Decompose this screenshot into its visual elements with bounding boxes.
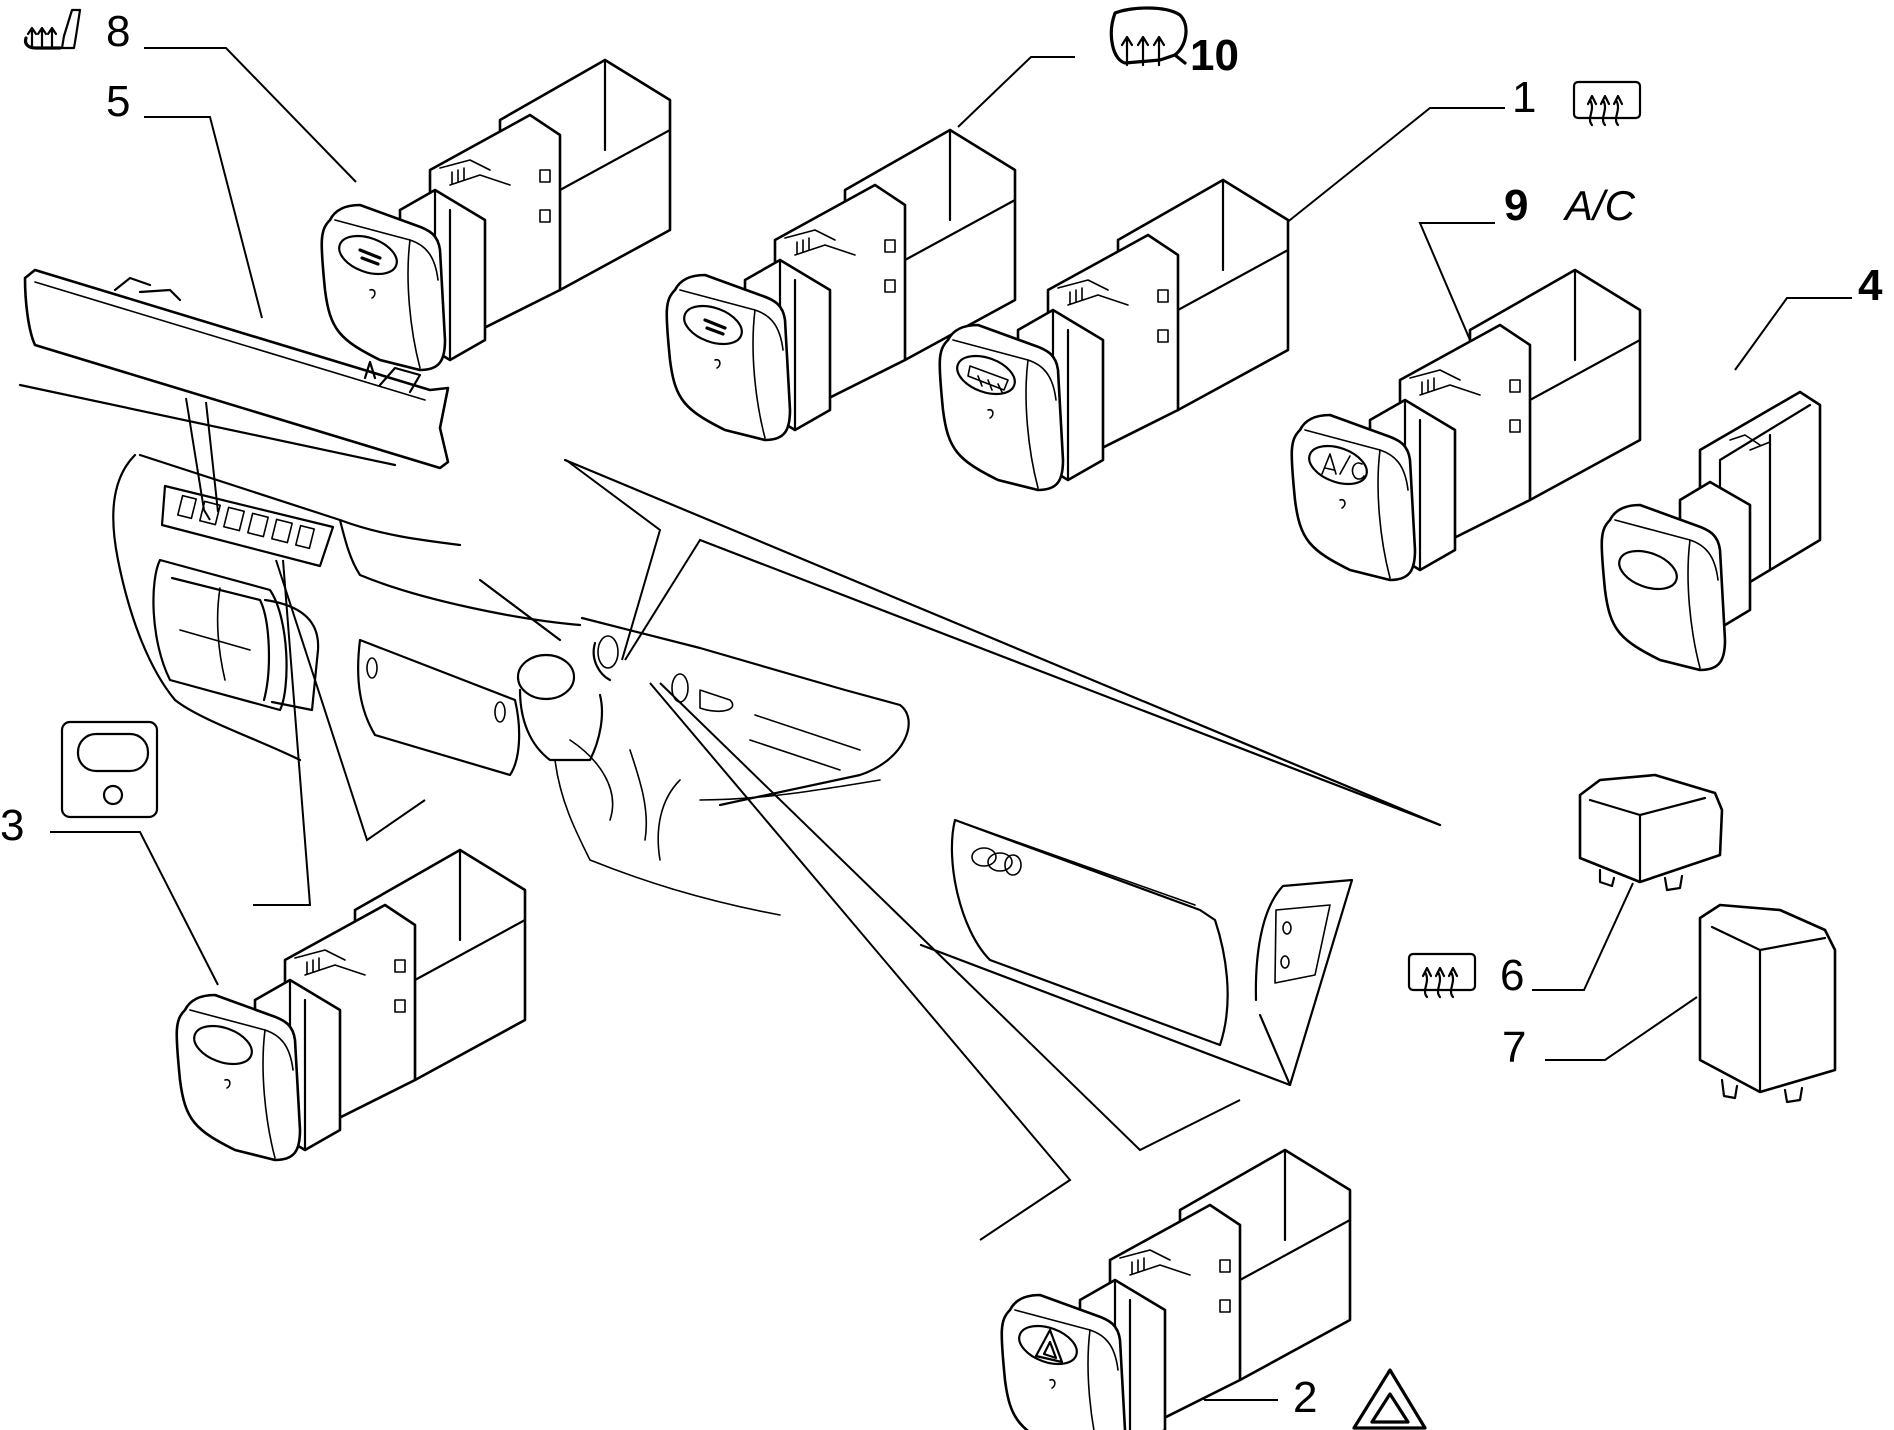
leader-5 [144, 116, 263, 319]
leader-8 [144, 47, 357, 183]
leader-9 [1418, 222, 1495, 341]
blank-switch-icon [60, 720, 159, 819]
heated-mirror-icon [1109, 6, 1188, 67]
callout-10: 10 [1190, 31, 1239, 80]
leader-10 [957, 56, 1075, 128]
switch-2-hazard [1000, 1148, 1352, 1430]
switch-1-rear-defrost [938, 178, 1290, 492]
pointer-line [205, 401, 219, 513]
rear-window-defrost-icon [1572, 80, 1642, 127]
relay-6 [1578, 773, 1724, 892]
callout-9: 9 [1504, 181, 1528, 230]
switch-9-ac [1290, 268, 1642, 582]
ac-symbol-text: A/C [1562, 182, 1636, 229]
switch-10-heated-mirrors [665, 128, 1017, 442]
leader-7 [1545, 996, 1698, 1061]
callout-7: 7 [1502, 1023, 1526, 1072]
pointer-line [185, 397, 211, 521]
callout-4: 4 [1858, 261, 1883, 310]
relay-7 [1698, 903, 1837, 1104]
heated-seat-icon [23, 8, 82, 50]
pointer-line [659, 682, 1241, 1152]
item-5-switch-panel [23, 268, 450, 470]
rear-defrost-glyph [967, 365, 1009, 393]
leader-lines [50, 47, 1852, 1401]
callout-1: 1 [1512, 73, 1536, 122]
switch-8-heated-seat [320, 58, 672, 372]
hazard-warning-icon [1352, 1368, 1427, 1430]
dashboard [18, 383, 1442, 1087]
pointer-line [253, 559, 312, 906]
callout-3: 3 [0, 801, 24, 850]
pointer-line [649, 682, 1072, 1241]
pointer-line [275, 559, 426, 842]
ac-glyph [1321, 453, 1365, 480]
leader-6 [1532, 882, 1634, 991]
item-4-blanking-cap [1600, 390, 1822, 672]
heated-seat-glyph [358, 248, 382, 266]
pointer-line [565, 459, 662, 661]
switch-3-blank [175, 848, 527, 1162]
callout-6: 6 [1500, 951, 1524, 1000]
callout-8: 8 [106, 7, 130, 56]
callout-2: 2 [1293, 1373, 1317, 1422]
leader-4 [1734, 297, 1852, 371]
leader-3 [50, 831, 219, 986]
heated-mirror-glyph [703, 318, 727, 336]
callout-5: 5 [106, 77, 130, 126]
pointer-line [624, 539, 701, 661]
leader-1 [1279, 107, 1505, 229]
rear-window-defrost-icon [1407, 952, 1477, 999]
hazard-glyph [1034, 1328, 1064, 1364]
